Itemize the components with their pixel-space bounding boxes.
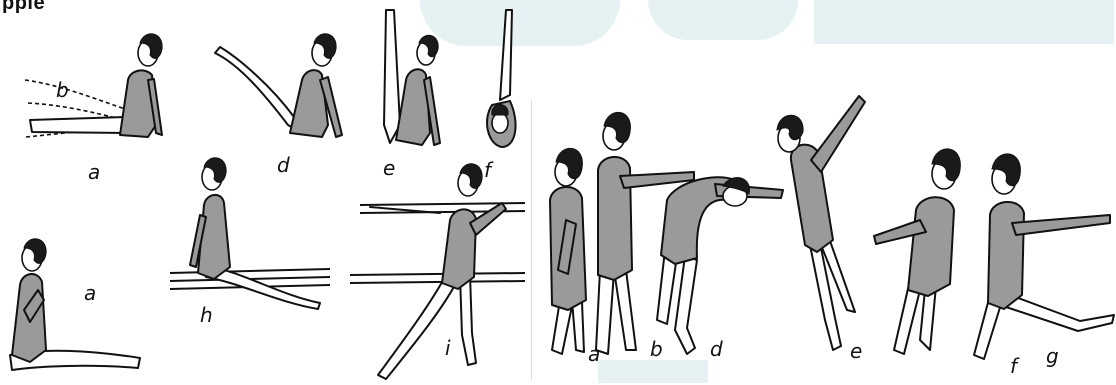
figure-label: a: [88, 162, 100, 182]
watermark-shape: [814, 0, 1114, 44]
left-illustration-panel: b a d e f a h: [0, 0, 530, 383]
figure-tuck-roll: [470, 5, 530, 155]
figure-label: h: [200, 305, 213, 325]
figure-legs-vertical: [378, 5, 458, 155]
figure-lunge-arms-forward: [970, 145, 1116, 375]
figure-lunge-at-barre: [350, 165, 530, 385]
figure-label: d: [710, 339, 723, 359]
watermark-shape: [648, 0, 798, 40]
figure-seated-legs-raise: [20, 25, 170, 155]
figure-label: i: [445, 338, 451, 358]
figure-v-sit: [210, 25, 360, 155]
figure-label: b: [56, 80, 69, 100]
figure-label: e: [850, 341, 862, 361]
figure-seated-side: [0, 230, 150, 380]
right-illustration-panel: a b d e f: [530, 40, 1116, 383]
figure-leaning-jump: [755, 80, 875, 360]
figure-label: g: [1046, 346, 1059, 366]
figure-seated-on-bars: [170, 155, 330, 305]
figure-label: a: [84, 283, 96, 303]
